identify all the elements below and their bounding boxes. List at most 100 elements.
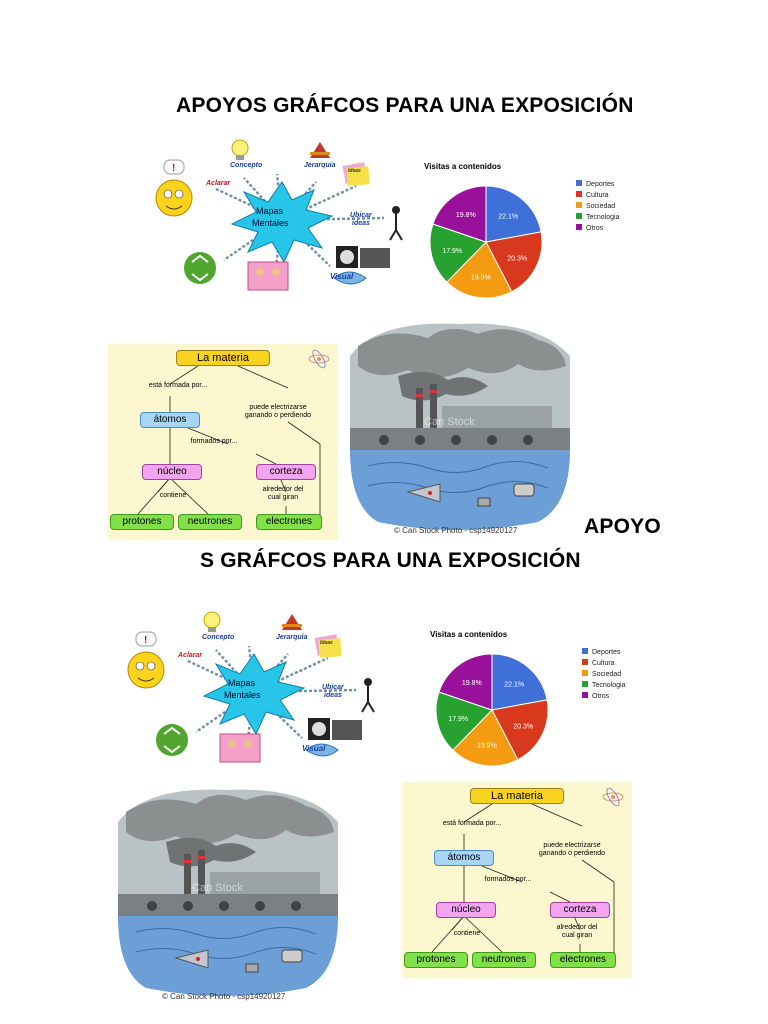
svg-text:!: ! — [144, 635, 147, 646]
label-formada: está formada por... — [442, 820, 502, 827]
pie-chart-svg: 22.1%20.3%19.9%17.9%19.8%DeportesCultura… — [435, 648, 626, 767]
pie-chart-svg: 22.1%20.3%19.9%17.9%19.8%DeportesCultura… — [429, 180, 620, 299]
box-neutrones: neutrones — [472, 952, 536, 968]
label-ideas: ideas — [324, 692, 342, 699]
label-electrizarse-1: puede electrizarse — [543, 842, 601, 849]
legend-label: Deportes — [592, 649, 621, 656]
label-jerarquia: Jerarquía — [304, 162, 336, 169]
label-ideas-box: Ideas — [348, 168, 361, 174]
box-electrones: electrones — [256, 514, 322, 530]
pie-slice-tecnologia — [429, 223, 487, 283]
label-visual: Visual — [302, 744, 326, 753]
mind-map-graphic: ! Mapas — [116, 610, 384, 774]
heading-title-1: APOYOS GRÁFCOS PARA UNA EXPOSICIÓN — [176, 94, 634, 117]
legend-swatch — [576, 191, 582, 197]
box-atomos: átomos — [140, 412, 200, 428]
label-ideas: ideas — [352, 220, 370, 227]
legend-swatch — [576, 213, 582, 219]
box-corteza: corteza — [550, 902, 610, 918]
pie-slice-label: 20.3% — [507, 255, 527, 262]
legend-label: Otros — [586, 225, 604, 232]
atom-icon — [308, 349, 330, 369]
label-alrededor-2: cual giran — [267, 494, 299, 501]
pollution-caption: © Can Stock Photo - csp14920127 — [394, 526, 518, 535]
box-la-materia: La materia — [470, 788, 564, 804]
pie-slice-label: 20.3% — [513, 723, 533, 730]
pie-slice-label: 22.1% — [498, 213, 518, 220]
mind-map-drawing: ! — [155, 139, 403, 291]
legend-swatch — [582, 670, 588, 676]
concept-map-lines — [137, 365, 321, 523]
legend-label: Sociedad — [586, 203, 615, 210]
legend-label: Otros — [592, 693, 610, 700]
legend-label: Deportes — [586, 181, 615, 188]
mind-map-center-label-1: Mapas — [256, 206, 284, 216]
legend-label: Tecnologia — [592, 682, 626, 689]
pie-slice-cultura — [485, 231, 543, 293]
factory-pollution-drawing — [118, 789, 338, 996]
pie-slice-label: 17.9% — [448, 716, 468, 723]
legend-swatch — [582, 648, 588, 654]
concept-map-materia: La materia está formada por... átomos pu… — [108, 344, 338, 540]
label-alrededor-1: alrededor del — [262, 486, 304, 493]
legend-swatch — [576, 180, 582, 186]
mind-map-center-label-2: Mentales — [224, 690, 261, 700]
concept-map-materia: La materia está formada por... átomos pu… — [402, 782, 632, 978]
pollution-illustration: Can Stock © Can Stock Photo - csp1492012… — [338, 316, 578, 540]
pie-slice-label: 19.9% — [471, 274, 491, 281]
legend-label: Tecnologia — [586, 214, 620, 221]
pie-chart-panel: Visitas a contenidos 22.1% 20.3% 19.9% 17.9… — [426, 628, 636, 768]
pie-slice-sociedad — [446, 241, 513, 299]
pie-slice-cultura — [491, 699, 549, 761]
pie-slice-label: 19.8% — [462, 680, 482, 687]
label-ubicar: Ubicar — [322, 684, 344, 691]
box-nucleo: núcleo — [436, 902, 496, 918]
box-la-materia: La materia — [176, 350, 270, 366]
mind-map-center-label-1: Mapas — [228, 678, 256, 688]
pollution-illustration: Can Stock © Can Stock Photo - csp1492012… — [106, 782, 346, 1006]
label-ideas-box: Ideas — [320, 640, 333, 646]
svg-text:!: ! — [172, 163, 175, 174]
label-aclarar: Aclarar — [206, 180, 231, 187]
legend-swatch — [576, 224, 582, 230]
pie-slice-sociedad — [452, 709, 519, 767]
box-protones: protones — [404, 952, 468, 968]
box-nucleo: núcleo — [142, 464, 202, 480]
box-neutrones: neutrones — [178, 514, 242, 530]
label-jerarquia: Jerarquía — [276, 634, 308, 641]
pie-slice-label: 22.1% — [504, 681, 524, 688]
legend-swatch — [582, 659, 588, 665]
legend-label: Cultura — [586, 192, 609, 199]
legend-swatch — [582, 681, 588, 687]
pie-slice-label: 19.9% — [477, 742, 497, 749]
label-contiene: contiene — [159, 492, 187, 499]
label-alrededor-2: cual giran — [561, 932, 593, 939]
box-electrones: electrones — [550, 952, 616, 968]
label-aclarar: Aclarar — [178, 652, 203, 659]
pie-chart-panel: Visitas a contenidos 22.1%20.3%19.9%17.9… — [420, 160, 630, 300]
heading-title-2-part2: S GRÁFCOS PARA UNA EXPOSICIÓN — [200, 549, 581, 572]
label-electrizarse-1: puede electrizarse — [249, 404, 307, 411]
concept-map-lines — [431, 803, 615, 961]
box-atomos: átomos — [434, 850, 494, 866]
pollution-watermark: Can Stock — [424, 416, 475, 428]
box-protones: protones — [110, 514, 174, 530]
label-electrizarse-2: ganando o perdiendo — [244, 412, 312, 419]
pollution-caption: © Can Stock Photo - csp14920127 — [162, 992, 286, 1001]
pie-slice-deportes — [485, 185, 542, 243]
pie-chart-title: Visitas a contenidos — [430, 630, 508, 639]
label-electrizarse-2: ganando o perdiendo — [538, 850, 606, 857]
label-concepto: Concepto — [230, 162, 263, 169]
pie-slice-tecnologia — [435, 691, 493, 751]
label-alrededor-1: alrededor del — [556, 924, 598, 931]
atom-icon — [602, 787, 624, 807]
mind-map-graphic: ! Mapas — [144, 138, 412, 302]
label-concepto: Concepto — [202, 634, 235, 641]
pie-slice-otros — [432, 185, 487, 243]
legend-swatch — [582, 692, 588, 698]
label-formada: está formada por... — [148, 382, 208, 389]
factory-pollution-drawing — [350, 323, 570, 530]
pie-slice-label: 19.8% — [456, 212, 476, 219]
label-ubicar: Ubicar — [350, 212, 372, 219]
label-visual: Visual — [330, 272, 354, 281]
